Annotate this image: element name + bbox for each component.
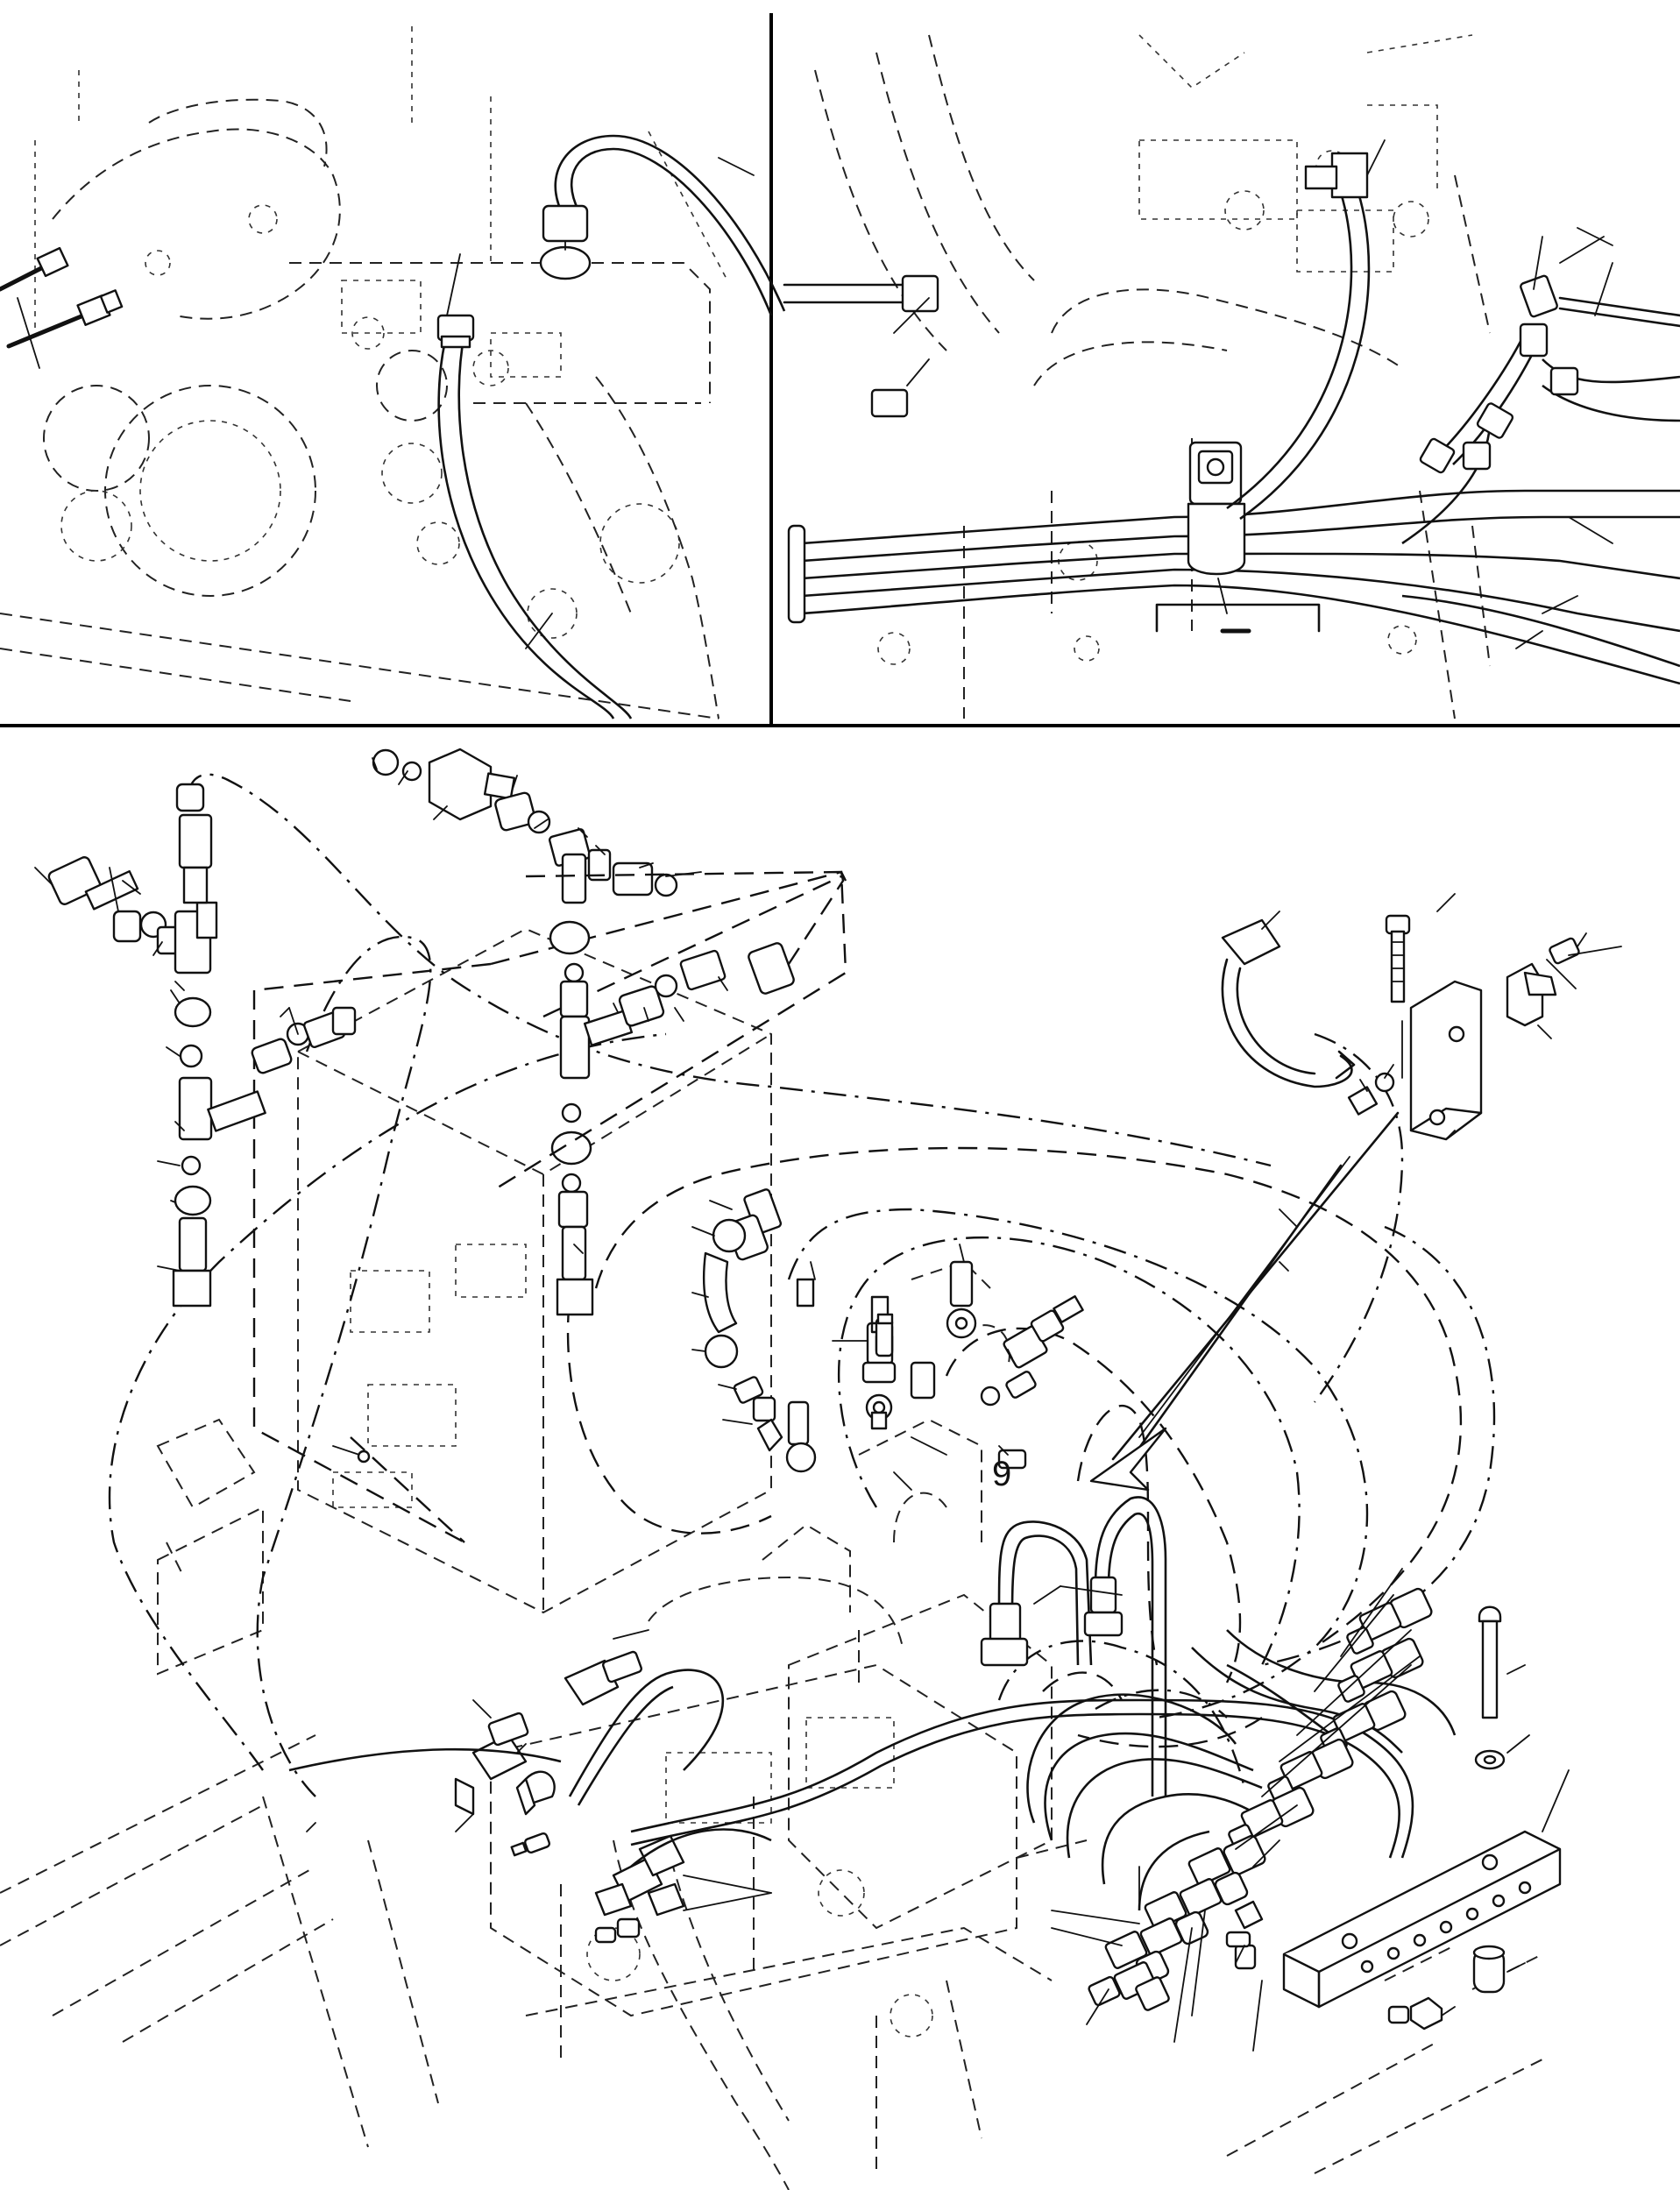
- elbow-hose: [1226, 139, 1386, 521]
- left-tube-fittings: [0, 246, 124, 369]
- hose-bundle-with-clamp: [787, 441, 1680, 685]
- top-left-detail-view: [0, 26, 786, 719]
- lower-adapter-row: [1088, 1834, 1266, 2011]
- left-tee-fitting-stack: [34, 783, 357, 1308]
- u-shaped-hoses: [980, 1496, 1167, 1797]
- long-hose-assembly: [436, 134, 786, 719]
- part-callout-number: 9: [992, 1455, 1011, 1493]
- hose-clamp-and-bracket: [1221, 893, 1622, 1141]
- tube-with-union: [783, 274, 939, 418]
- lower-fittings: [306, 1822, 1264, 1944]
- manifold-block-assembly: [1282, 1605, 1570, 2031]
- center-stack-frame: [490, 870, 847, 1194]
- adapter-fitting-fan: [1026, 1568, 1457, 2052]
- control-valve-ghost-outline: [0, 927, 1543, 2190]
- center-tee-fitting-stack: [372, 748, 795, 1316]
- main-exploded-view: 9: [0, 748, 1622, 2190]
- top-right-detail-view: [783, 34, 1680, 719]
- panel-frames: [0, 13, 1680, 727]
- main-hose-runs: [288, 1629, 1414, 1917]
- assembly-direction-arrow: [1089, 1111, 1400, 1492]
- right-tee-fittings: [1401, 227, 1680, 649]
- frame-ghost-outline: [814, 34, 1491, 719]
- engine-ghost-outline: [0, 26, 728, 719]
- hose-end-fittings-group: 9: [691, 1188, 1084, 1493]
